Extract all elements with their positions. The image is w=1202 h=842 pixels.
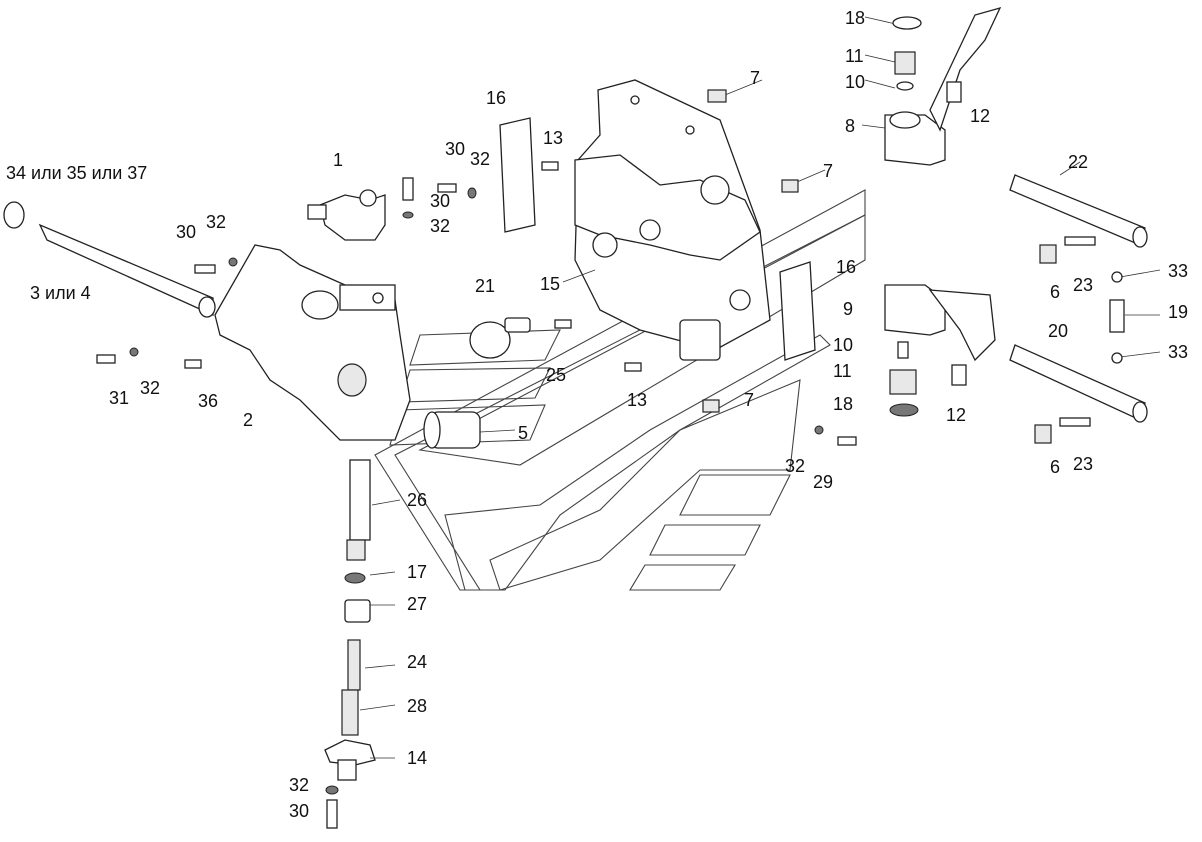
callout-32: 32 <box>470 149 490 169</box>
callout-36: 36 <box>198 391 218 411</box>
callout-30: 30 <box>445 139 465 159</box>
callout-13: 13 <box>627 390 647 410</box>
callout-18: 18 <box>833 394 853 414</box>
callout-11: 11 <box>845 46 864 66</box>
callout-21: 21 <box>475 276 495 296</box>
callout-20: 20 <box>1048 321 1068 341</box>
callout-1: 1 <box>333 150 343 170</box>
callout-22: 22 <box>1068 152 1088 172</box>
callout-10: 10 <box>833 335 853 355</box>
callout-13: 13 <box>543 128 563 148</box>
callout-9: 9 <box>843 299 853 319</box>
callout-8: 8 <box>845 116 855 136</box>
callout-18: 18 <box>845 8 865 28</box>
valve-1 <box>307 189 386 241</box>
callout-3-or-4: 3 или 4 <box>30 283 91 303</box>
callout-6: 6 <box>1050 457 1060 477</box>
housing-15 <box>574 79 771 361</box>
callout-24: 24 <box>407 652 427 672</box>
callout-12: 12 <box>970 106 990 126</box>
callout-34-or-35-or-37: 34 или 35 или 37 <box>6 163 147 183</box>
vertical-stack <box>324 459 376 829</box>
callout-26: 26 <box>407 490 427 510</box>
callout-32: 32 <box>140 378 160 398</box>
callout-30: 30 <box>289 801 309 821</box>
callout-14: 14 <box>407 748 427 768</box>
callout-7: 7 <box>750 68 760 88</box>
callout-29: 29 <box>813 472 833 492</box>
callout-16: 16 <box>836 257 856 277</box>
callout-32: 32 <box>206 212 226 232</box>
callout-30: 30 <box>176 222 196 242</box>
housing-2 <box>214 244 411 441</box>
fasteners <box>96 16 1125 446</box>
callout-27: 27 <box>407 594 427 614</box>
callout-12: 12 <box>946 405 966 425</box>
callout-28: 28 <box>407 696 427 716</box>
callout-16: 16 <box>486 88 506 108</box>
callout-23: 23 <box>1073 454 1093 474</box>
callout-7: 7 <box>744 390 754 410</box>
callout-5: 5 <box>518 423 528 443</box>
callout-32: 32 <box>430 216 450 236</box>
callout-15: 15 <box>540 274 560 294</box>
callout-31: 31 <box>109 388 129 408</box>
callout-labels: 18 11 10 8 12 7 16 13 30 32 30 1 34 или … <box>6 8 1188 821</box>
callout-32: 32 <box>289 775 309 795</box>
callout-10: 10 <box>845 72 865 92</box>
covers-16 <box>499 117 816 361</box>
callout-19: 19 <box>1168 302 1188 322</box>
callout-6: 6 <box>1050 282 1060 302</box>
shafts <box>3 174 1148 423</box>
callout-7: 7 <box>823 161 833 181</box>
callout-17: 17 <box>407 562 427 582</box>
callout-2: 2 <box>243 410 253 430</box>
callout-25: 25 <box>546 365 566 385</box>
callout-32: 32 <box>785 456 805 476</box>
callout-30: 30 <box>430 191 450 211</box>
part-21 <box>469 317 531 359</box>
callout-11: 11 <box>833 361 852 381</box>
callout-33: 33 <box>1168 261 1188 281</box>
plug-5 <box>423 411 481 449</box>
callout-33: 33 <box>1168 342 1188 362</box>
leader-lines <box>359 16 1161 759</box>
callout-23: 23 <box>1073 275 1093 295</box>
